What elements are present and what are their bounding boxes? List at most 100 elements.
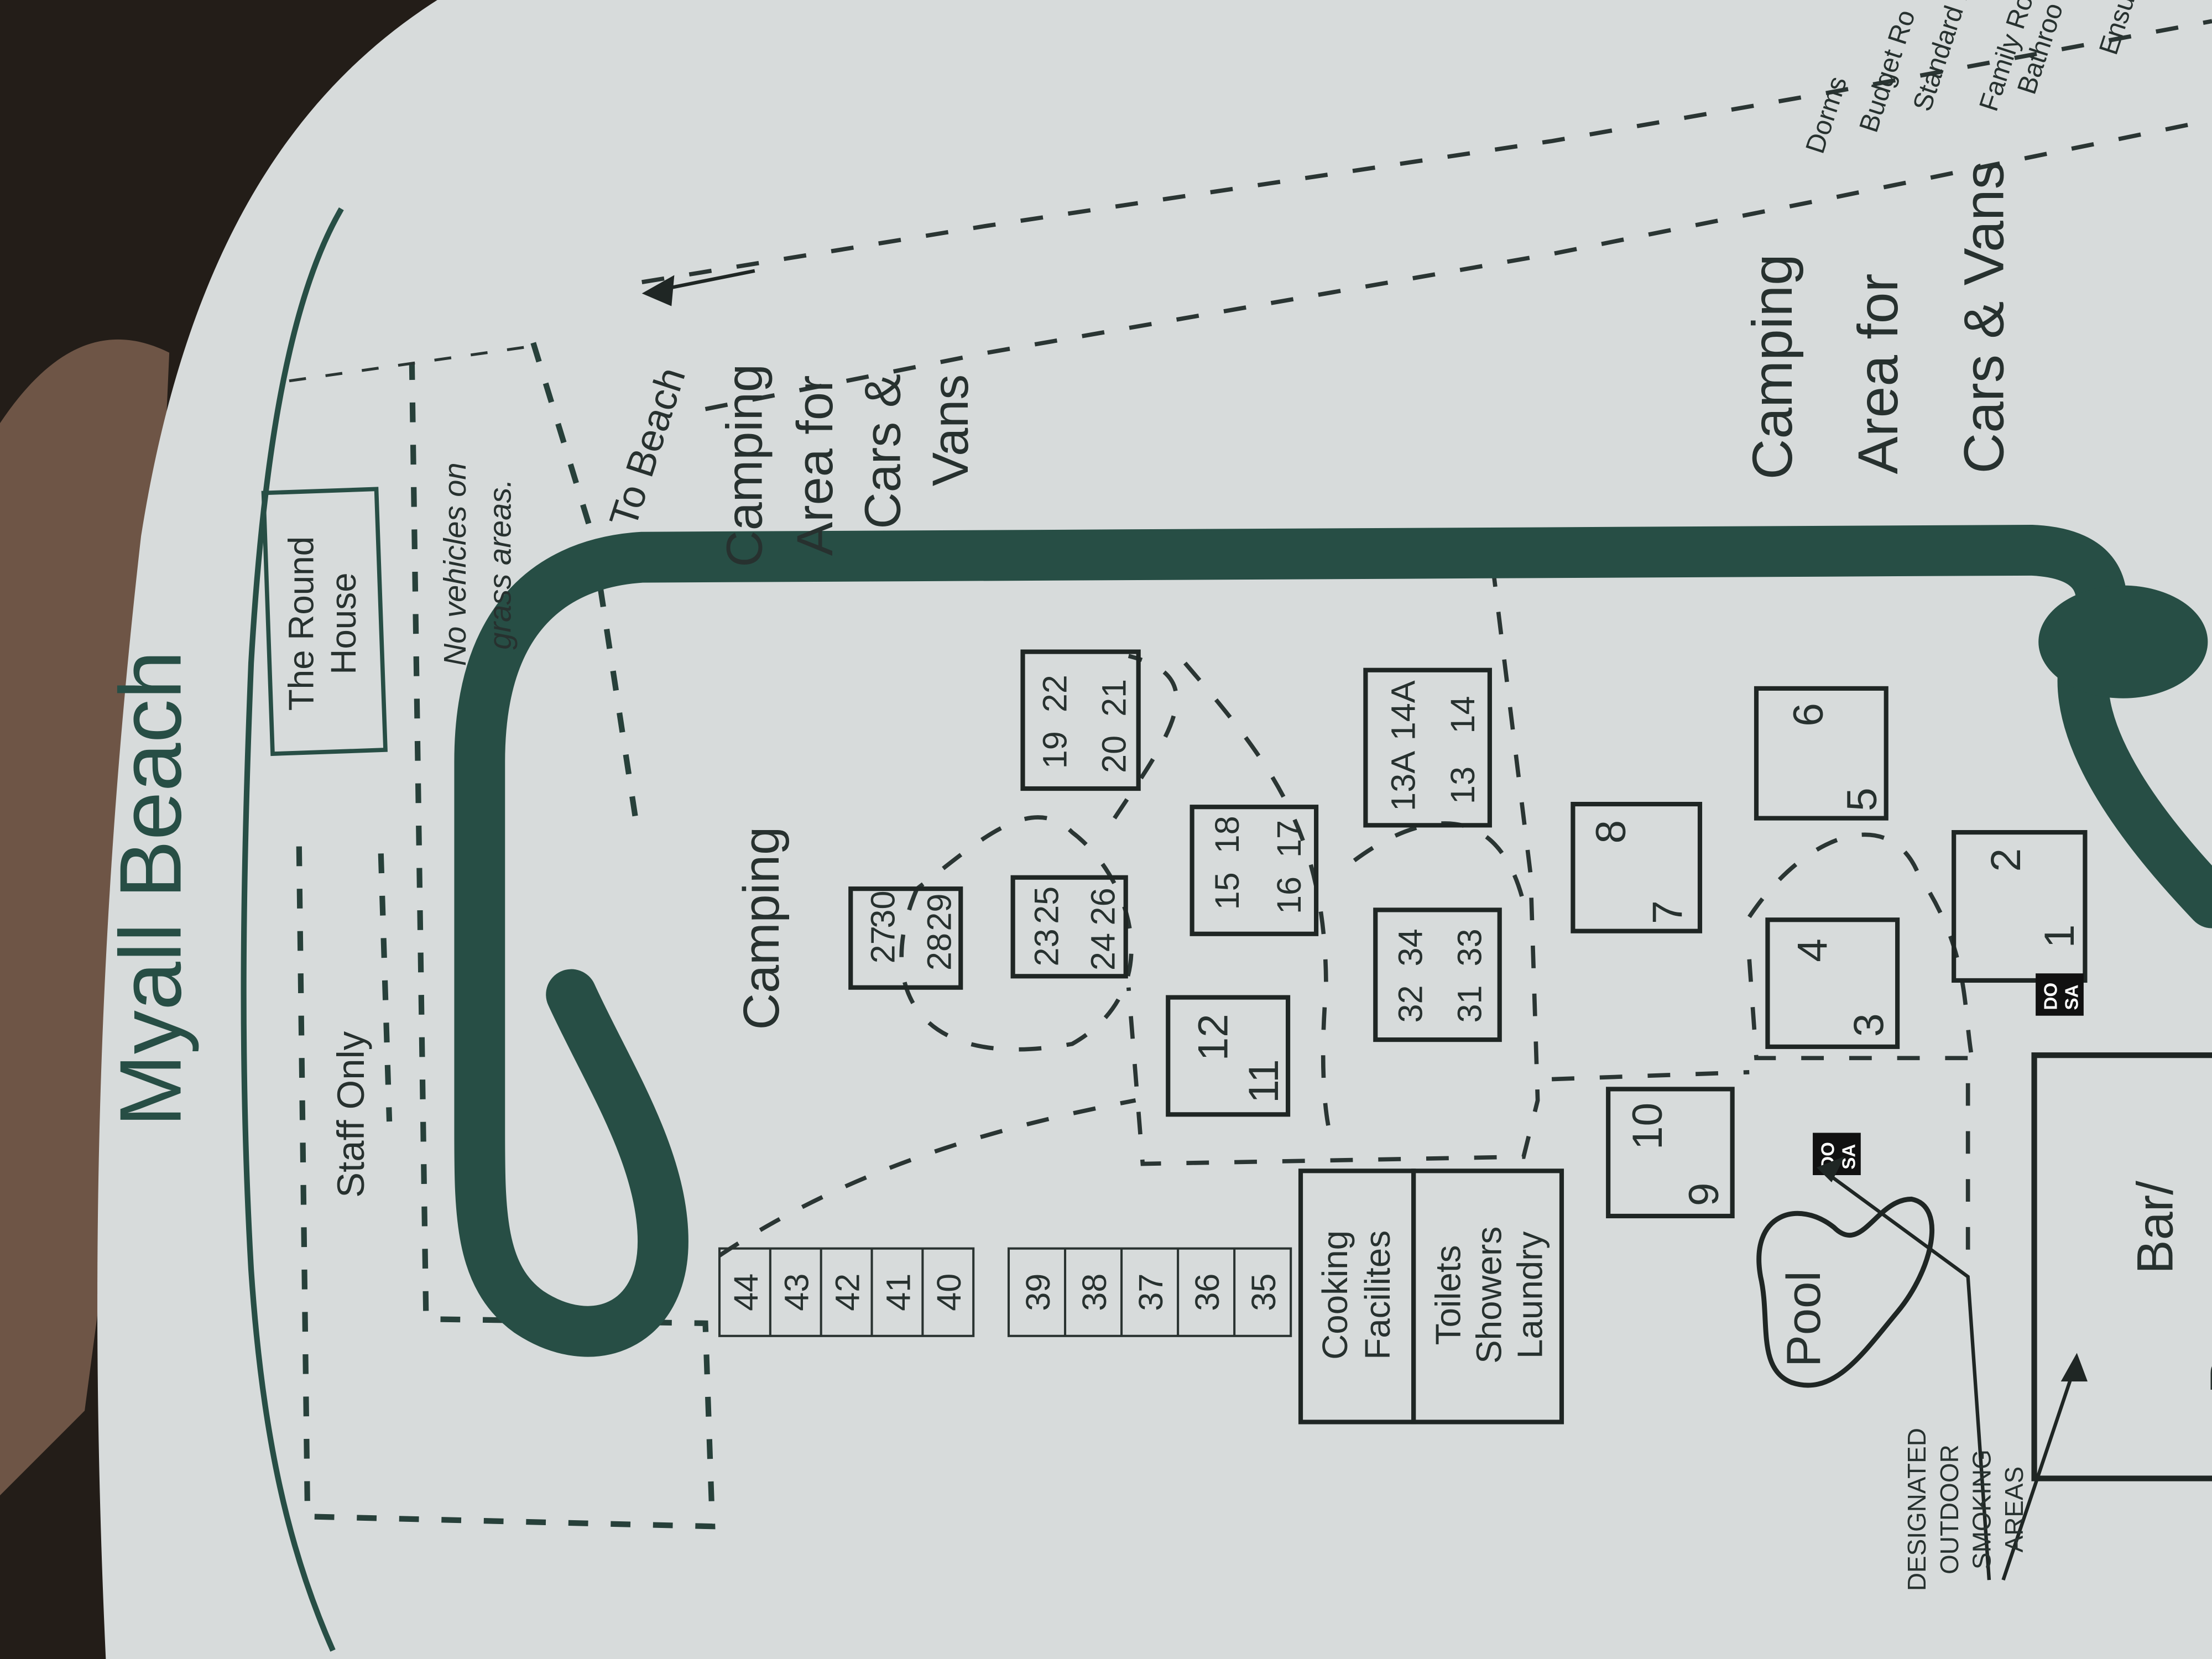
cabin-number: 20 [1095, 735, 1133, 773]
no-vehicles-label-1: No vehicles on [437, 462, 472, 666]
cabin-number: 2 [1983, 848, 2030, 872]
site-grid-39-35: 39 38 37 36 35 [1007, 1247, 1292, 1337]
site-43[interactable]: 43 [778, 1274, 816, 1311]
cabin-number: 13A [1385, 751, 1422, 811]
round-house-label-2: House [324, 572, 363, 674]
cabin-number: 32 [1391, 985, 1429, 1022]
camping-area-upper-line: Area for [787, 375, 843, 556]
cabin-5-6[interactable]: 6 5 [1754, 686, 1888, 821]
smoking-label-line: OUTDOOR [1935, 1444, 1964, 1574]
cabin-number: 21 [1095, 679, 1133, 717]
smoking-area-badge: DO SA [2036, 973, 2084, 1016]
toilets-showers-laundry[interactable]: Toilets Showers Laundry [1411, 1168, 1564, 1425]
camping-area-upper-line: Cars & [855, 374, 911, 529]
cabin-23-26[interactable]: 23 25 24 26 [1010, 875, 1128, 979]
smoking-label-line: DESIGNATED [1902, 1428, 1931, 1591]
cabin-number: 6 [1785, 703, 1832, 727]
cabin-number: 27 [864, 926, 901, 963]
cabin-number: 3 [1846, 1013, 1893, 1037]
cabin-number: 17 [1270, 820, 1308, 858]
cabin-number: 29 [920, 894, 958, 931]
cabin-7-8[interactable]: 8 7 [1571, 802, 1703, 933]
toilets-label: Showers [1469, 1227, 1509, 1364]
cabin-number: 23 [1027, 928, 1065, 966]
cabin-number: 18 [1208, 816, 1246, 853]
bar-label: Bar/ [2127, 1181, 2184, 1274]
camping-area-lower: Camping Area for Cars & Vans [1741, 161, 2016, 479]
cabin-19-22[interactable]: 19 22 20 21 [1020, 649, 1141, 791]
cooking-label: Cooking [1315, 1230, 1355, 1360]
camping-area-lower-line: Cars & Vans [1952, 161, 2015, 473]
site-41[interactable]: 41 [879, 1274, 917, 1311]
cabin-11-12[interactable]: 12 11 [1166, 995, 1291, 1117]
site-36[interactable]: 36 [1188, 1274, 1226, 1311]
cabin-number: 1 [2036, 925, 2083, 948]
dosa-text: DO [2041, 983, 2061, 1010]
dashed-boundaries [289, 19, 2212, 1530]
cabin-number: 15 [1208, 872, 1246, 910]
cabin-number: 14 [1444, 696, 1481, 733]
cabin-number: 31 [1451, 985, 1489, 1022]
camping-area-lower-line: Area for [1846, 274, 1910, 474]
cabin-1-2[interactable]: 2 1 [1952, 830, 2088, 983]
cabin-number: 16 [1270, 877, 1308, 914]
dosa-text: SA [2062, 984, 2083, 1010]
site-39[interactable]: 39 [1019, 1274, 1057, 1311]
toilets-label: Laundry [1510, 1232, 1550, 1359]
cabin-number: 13 [1444, 766, 1481, 804]
cooking-label: Facilites [1358, 1230, 1397, 1360]
cabin-number: 26 [1084, 888, 1121, 925]
site-44[interactable]: 44 [727, 1274, 765, 1311]
cabin-number: 5 [1839, 787, 1886, 811]
cabin-number: 19 [1036, 731, 1074, 769]
cabin-number: 7 [1644, 900, 1691, 924]
cabin-3-4[interactable]: 4 3 [1765, 917, 1900, 1049]
cabin-number: 24 [1084, 933, 1121, 971]
coastline [241, 207, 344, 1652]
site-grid-44-40: 44 43 42 41 40 [718, 1247, 975, 1337]
round-house-box [261, 487, 388, 757]
no-vehicles-label-2: grass areas. [482, 479, 517, 650]
camping-area-lower-line: Camping [1741, 254, 1804, 479]
site-40[interactable]: 40 [930, 1274, 968, 1311]
site-42[interactable]: 42 [829, 1274, 867, 1311]
pool[interactable]: Pool [1756, 1196, 1935, 1388]
smoking-pointer-arrows [1817, 1156, 2088, 1581]
cabin-number: 34 [1391, 928, 1429, 966]
cabin-number: 30 [864, 890, 901, 928]
cabin-number: 22 [1036, 675, 1074, 712]
camping-area-upper: Camping Area for Cars & Vans [717, 364, 979, 567]
camping-area-upper-line: Camping [717, 364, 773, 567]
cabin-number: 14A [1385, 680, 1422, 740]
paper [97, 0, 2212, 1659]
beach-arrow-icon [641, 269, 755, 306]
cabin-27-30[interactable]: 27 30 28 29 [848, 886, 963, 990]
smoking-label-line: SMOKING [1967, 1449, 1996, 1569]
site-37[interactable]: 37 [1132, 1274, 1170, 1311]
cabin-number: 12 [1190, 1014, 1237, 1061]
toilets-label: Toilets [1428, 1245, 1468, 1345]
site-35[interactable]: 35 [1245, 1274, 1282, 1311]
arm-background [0, 339, 170, 1496]
cabin-number: 9 [1681, 1183, 1728, 1207]
camping-label: Camping [733, 827, 790, 1030]
smoking-areas-label: DESIGNATED OUTDOOR SMOKING AREAS [1902, 1428, 2028, 1591]
cabin-13-14a[interactable]: 13A 14A 13 14 [1363, 667, 1492, 828]
road-turnaround [2038, 585, 2208, 698]
camping-area-upper-line: Vans [922, 374, 979, 487]
cabin-15-18[interactable]: 15 18 16 17 [1190, 805, 1319, 936]
dosa-text: SA [1839, 1144, 1860, 1170]
cabin-31-34[interactable]: 32 34 31 33 [1373, 907, 1502, 1042]
cabin-number: 11 [1240, 1059, 1287, 1103]
cabin-number: 10 [1624, 1103, 1671, 1150]
cabin-9-10[interactable]: 10 9 [1606, 1087, 1735, 1219]
site-38[interactable]: 38 [1076, 1274, 1113, 1311]
bar-restaurant[interactable]: Bar/ Restaurant [2031, 1052, 2212, 1481]
cabin-number: 28 [920, 933, 958, 971]
restaurant-label: Restaurant [2200, 1145, 2212, 1394]
cabin-number: 4 [1790, 938, 1837, 962]
map-title: Myall Beach [102, 650, 200, 1126]
pool-label: Pool [1777, 1271, 1830, 1367]
